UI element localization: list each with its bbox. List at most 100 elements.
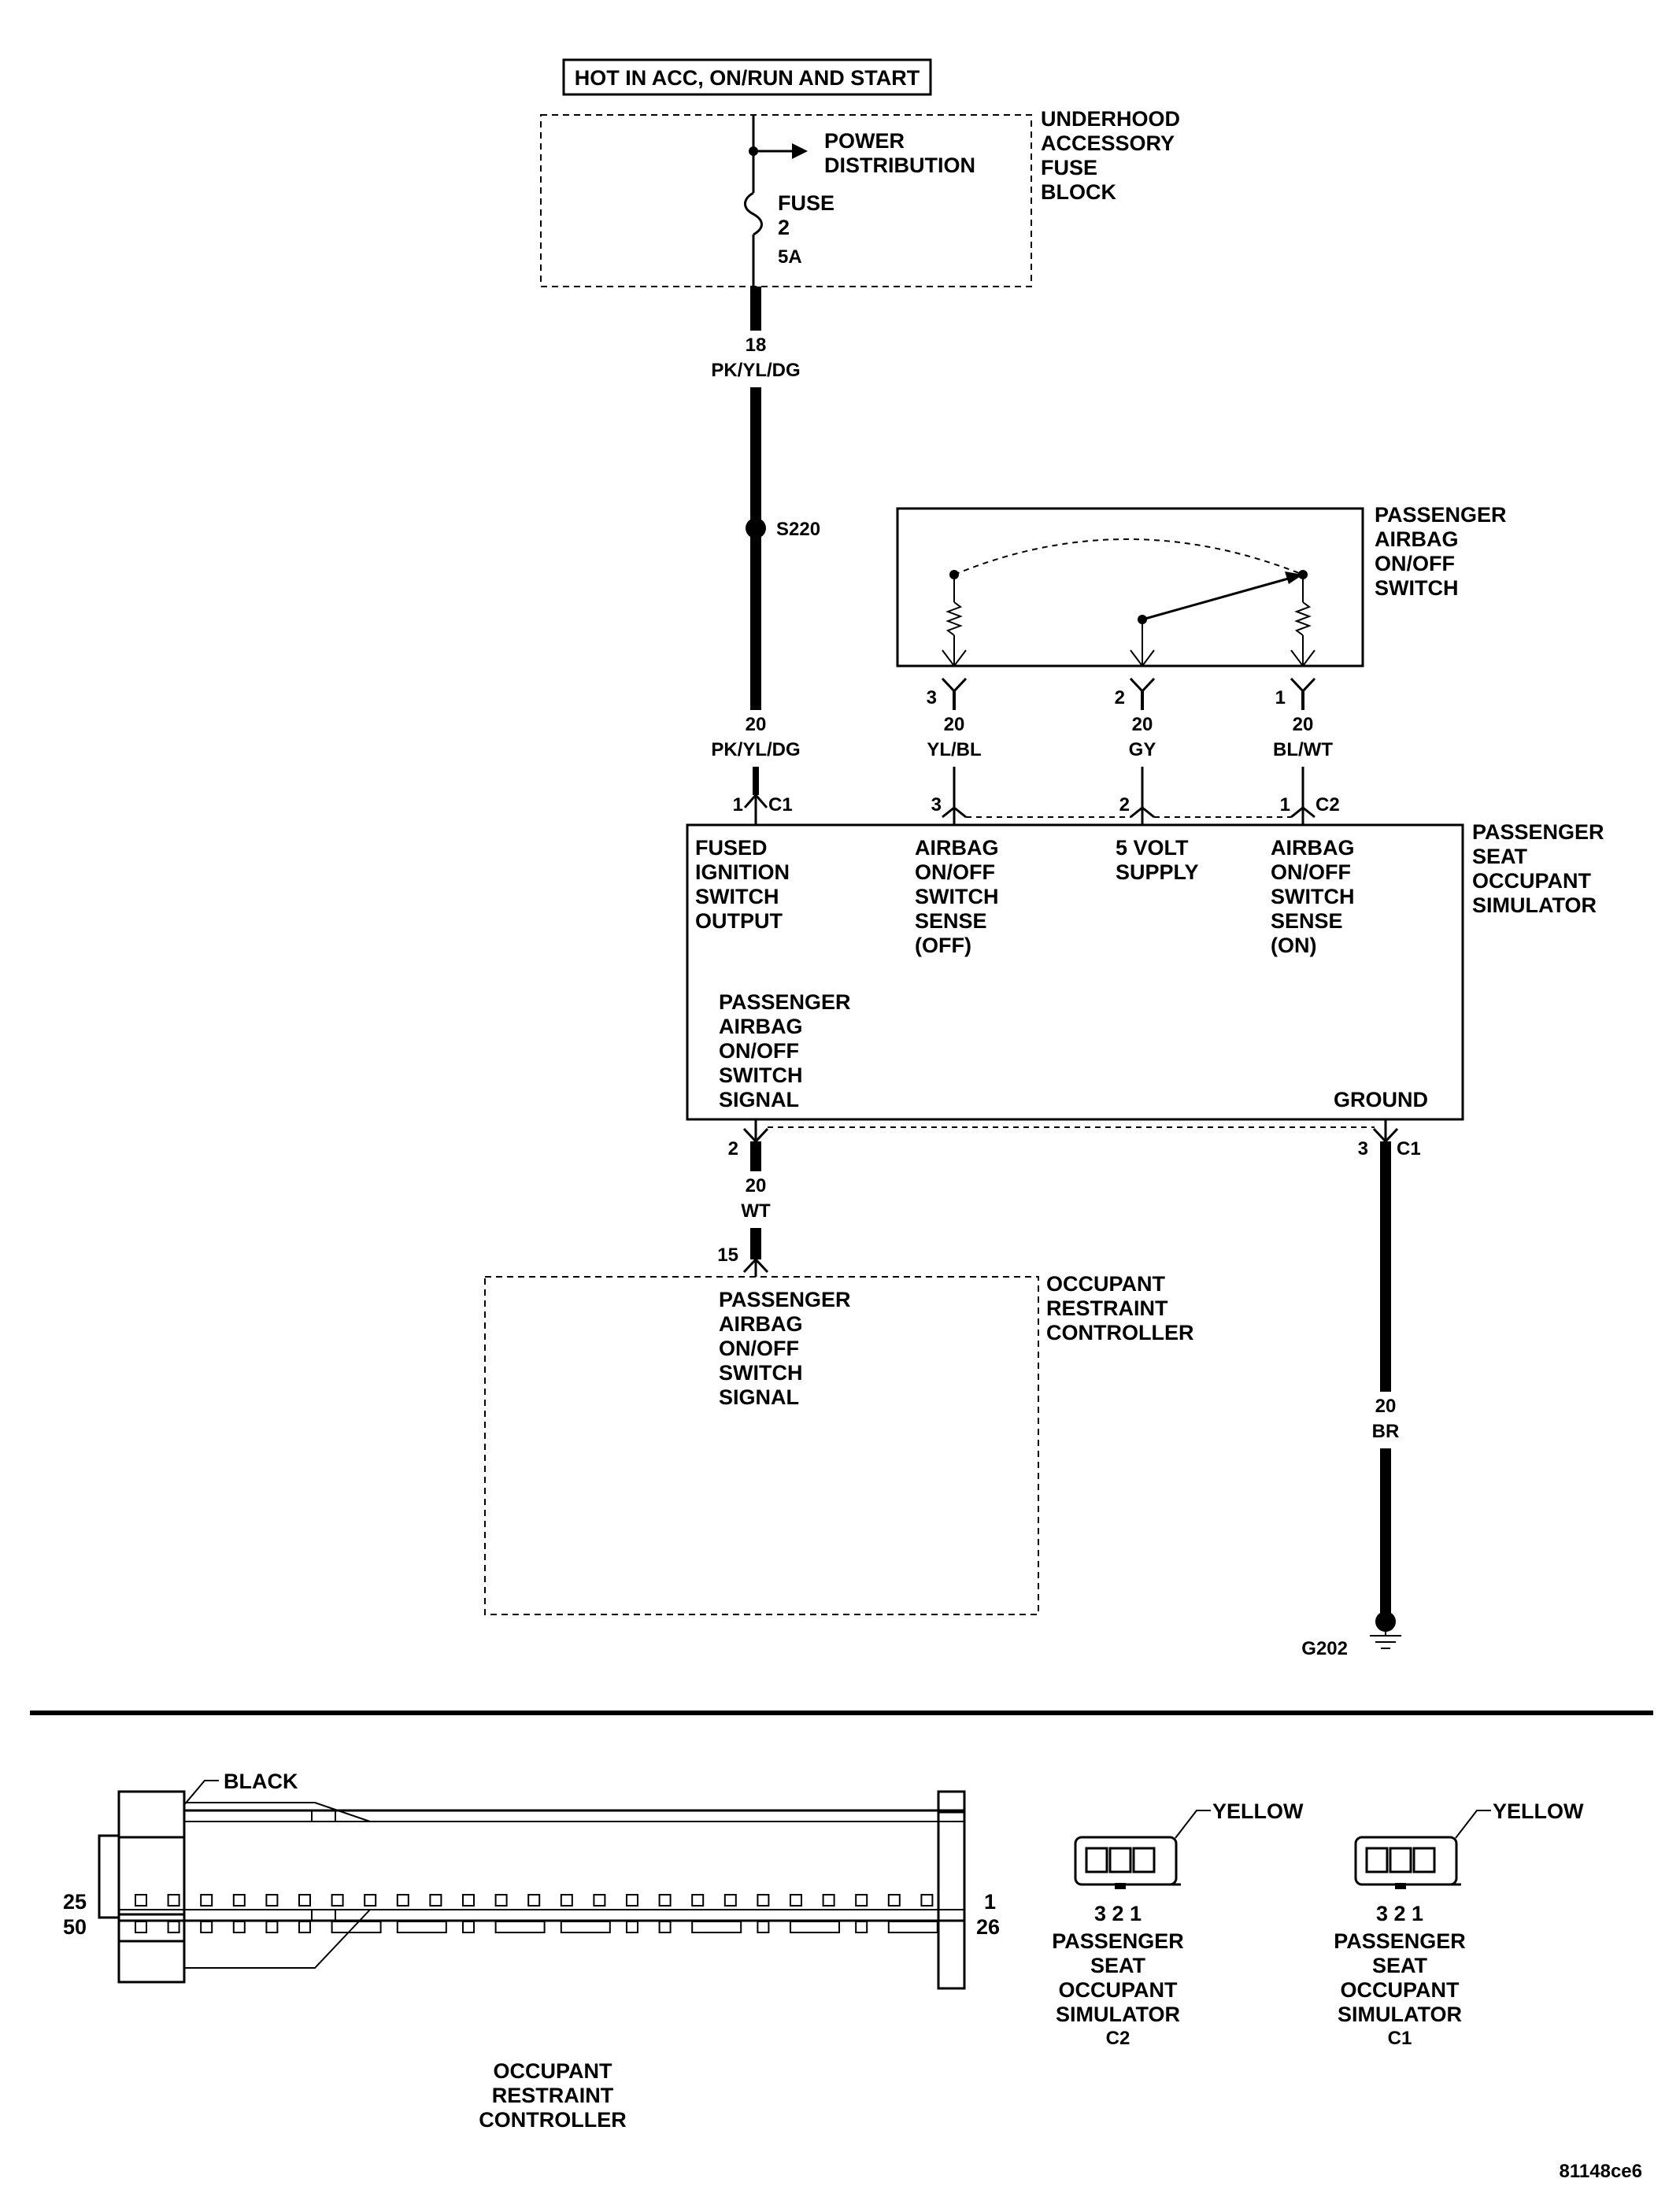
- fuse-number: 2: [778, 216, 790, 239]
- sim-pin-bottom-3: 3: [1358, 1138, 1368, 1159]
- big-conn-name-2: RESTRAINT: [492, 2084, 614, 2107]
- controller-connector: BLACK 25 50 1 26 OCCUPANT RESTRAINT CONT…: [63, 1770, 1000, 2132]
- fused-1: FUSED: [695, 836, 768, 860]
- pin-cavity-top: [560, 1894, 573, 1907]
- switch-pin-2: 2: [1115, 687, 1125, 708]
- pin-cavity-top: [265, 1894, 279, 1907]
- controller-name-2: RESTRAINT: [1046, 1296, 1168, 1320]
- fuse-block-name-1: UNDERHOOD: [1041, 107, 1180, 131]
- supply-2: SUPPLY: [1116, 860, 1199, 884]
- switch-name-2: AIRBAG: [1375, 527, 1459, 551]
- pin-cavity-bottom: [462, 1921, 475, 1933]
- fuse-block-name-4: BLOCK: [1041, 180, 1116, 204]
- big-conn-name-3: CONTROLLER: [479, 2108, 626, 2132]
- sim-c1-label: C1: [768, 794, 793, 816]
- pin-cavity-top: [920, 1894, 934, 1907]
- wire2-gauge: 20: [746, 714, 767, 735]
- header-box: HOT IN ACC, ON/RUN AND START: [562, 58, 932, 96]
- sim-name-1: PASSENGER: [1472, 820, 1604, 844]
- pin-cavity-top: [298, 1894, 311, 1907]
- header-text: HOT IN ACC, ON/RUN AND START: [575, 66, 920, 90]
- pin-cavity-top: [135, 1894, 147, 1907]
- pin-cavity-top: [658, 1894, 672, 1907]
- c1-name-3: OCCUPANT: [1341, 1978, 1460, 2002]
- pin-cavity-top: [331, 1894, 344, 1907]
- pin-cavity-top: [527, 1894, 541, 1907]
- switch-pin-3: 3: [927, 687, 937, 708]
- wire6-color: WT: [741, 1200, 771, 1222]
- simulator-box: 1 C1 3 2 1 C2 PASSENGER SEAT OCCUPANT SI…: [686, 794, 1604, 1121]
- fused-4: OUTPUT: [695, 909, 783, 933]
- c2-pins: 3 2 1: [1094, 1902, 1142, 1925]
- fused-2: IGNITION: [695, 860, 790, 884]
- signal-3: ON/OFF: [719, 1039, 799, 1063]
- signal-wire: 2 20 WT 15: [717, 1119, 1375, 1277]
- power-dist-2: DISTRIBUTION: [824, 153, 975, 177]
- pin-cavity-bottom: [855, 1921, 868, 1933]
- pin-cavity-bottom-wide: [331, 1921, 382, 1933]
- sense-on-2: ON/OFF: [1271, 860, 1351, 884]
- wire5-color: BL/WT: [1273, 739, 1333, 760]
- wire6-gauge: 20: [746, 1175, 767, 1196]
- sense-on-4: SENSE: [1271, 909, 1343, 933]
- pin-cavity-bottom: [167, 1921, 180, 1933]
- sense-on-1: AIRBAG: [1271, 836, 1355, 860]
- big-conn-color: BLACK: [224, 1770, 298, 1793]
- c1-pins: 3 2 1: [1376, 1902, 1423, 1925]
- pin-cavity-bottom-wide: [396, 1921, 447, 1933]
- resistor-icon: [1294, 601, 1312, 636]
- ground-wire: 3 C1 20 BR G202: [1301, 1119, 1421, 1659]
- sim-c1-connector: YELLOW 3 2 1 PASSENGER SEAT OCCUPANT SIM…: [1334, 1799, 1584, 2049]
- ground-icon: [1370, 1622, 1401, 1649]
- c1-name-5: C1: [1388, 2028, 1412, 2049]
- sense-on-3: SWITCH: [1271, 885, 1354, 908]
- ground-label: G202: [1301, 1638, 1348, 1659]
- big-conn-left-top: 25: [63, 1890, 87, 1914]
- c2-name-5: C2: [1106, 2028, 1130, 2049]
- signal-1: PASSENGER: [719, 990, 851, 1014]
- sim-pin-1b: 1: [1280, 794, 1290, 816]
- airbag-switch: PASSENGER AIRBAG ON/OFF SWITCH 3 2 1: [896, 503, 1507, 708]
- pin-cavity-bottom: [658, 1921, 672, 1933]
- c2-color: YELLOW: [1212, 1799, 1304, 1823]
- sim-pin-3: 3: [931, 794, 942, 816]
- pin-cavity-bottom: [757, 1921, 770, 1933]
- pin-cavity-top: [790, 1894, 802, 1907]
- pin-cavity-top: [822, 1894, 835, 1907]
- switch-name-1: PASSENGER: [1375, 503, 1507, 527]
- c1-name-2: SEAT: [1372, 1954, 1428, 1977]
- sim-c2-connector: YELLOW 3 2 1 PASSENGER SEAT OCCUPANT SIM…: [1052, 1799, 1304, 2049]
- fuse-block: UNDERHOOD ACCESSORY FUSE BLOCK POWER DIS…: [540, 107, 1180, 287]
- c2-name-1: PASSENGER: [1052, 1929, 1184, 1953]
- signal-2: AIRBAG: [719, 1015, 803, 1038]
- resistor-icon: [945, 601, 963, 636]
- wire2-color: PK/YL/DG: [711, 739, 800, 760]
- controller-box: OCCUPANT RESTRAINT CONTROLLER PASSENGER …: [484, 1272, 1193, 1615]
- sense-on-5: (ON): [1271, 934, 1316, 957]
- switch-pin-1: 1: [1275, 687, 1286, 708]
- fuse-label: FUSE: [778, 191, 834, 215]
- switch-wires: 20 YL/BL 20 GY 20 BL/WT: [927, 691, 1333, 825]
- signal-4: SWITCH: [719, 1063, 802, 1087]
- pin-cavity-top: [462, 1894, 475, 1907]
- pin-cavity-top: [593, 1894, 606, 1907]
- signal-5: SIGNAL: [719, 1088, 799, 1111]
- figure-id: 81148ce6: [1560, 2161, 1642, 2182]
- controller-name-3: CONTROLLER: [1046, 1321, 1193, 1344]
- switch-name-4: SWITCH: [1375, 576, 1458, 600]
- c2-name-4: SIMULATOR: [1056, 2003, 1180, 2026]
- pin-cavity-bottom: [298, 1921, 311, 1933]
- feed-wire: 18 PK/YL/DG S220 20 PK/YL/DG: [711, 287, 820, 825]
- supply-1: 5 VOLT: [1116, 836, 1189, 860]
- pin-cavity-bottom-wide: [790, 1921, 840, 1933]
- ground-text: GROUND: [1334, 1088, 1428, 1111]
- sense-off-4: SENSE: [915, 909, 987, 933]
- sim-pin-2: 2: [1119, 794, 1130, 816]
- pin-cavity-top: [396, 1894, 409, 1907]
- c2-name-2: SEAT: [1090, 1954, 1146, 1977]
- pin-cavity-bottom: [200, 1921, 213, 1933]
- big-conn-right-top: 1: [984, 1890, 996, 1914]
- ctrl-signal-5: SIGNAL: [719, 1385, 799, 1409]
- fuse-icon: [744, 191, 763, 236]
- pin-cavity-bottom: [265, 1921, 279, 1933]
